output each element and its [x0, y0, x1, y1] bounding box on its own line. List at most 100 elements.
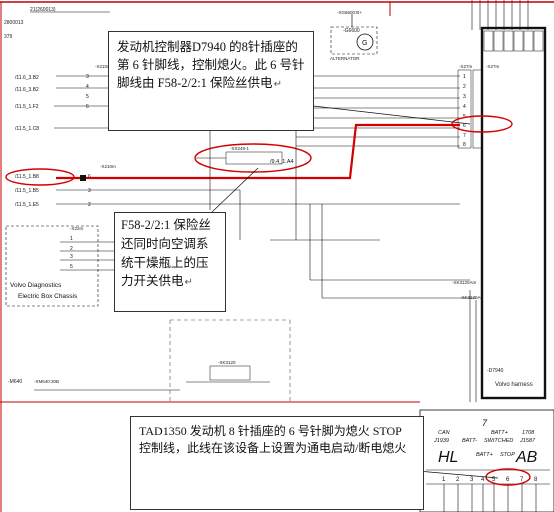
xk3120-box [209, 365, 251, 381]
bottom-connector-frame [419, 409, 554, 512]
svg-text:6: 6 [506, 477, 510, 483]
j1587-label: 1708 [522, 430, 535, 436]
red-wire-terminal [80, 175, 86, 181]
diag-lines [60, 241, 114, 271]
top-ref-2: 2800013 [4, 20, 24, 26]
callout-fuse-pressure-switch-text: F58-2/2:1 保险丝还同时向空调系统干燥瓶上的压力开关供电 [121, 218, 211, 289]
svg-text:3: 3 [470, 477, 474, 483]
svg-text:5: 5 [86, 94, 89, 100]
svg-text:3: 3 [86, 74, 89, 80]
svg-text:4: 4 [481, 477, 485, 483]
diag-pins: 1 2 3 5 [70, 236, 73, 270]
svg-text:8: 8 [534, 477, 538, 483]
x27m-right-label: -X27m [486, 64, 500, 69]
j1587-label-2: J1587 [519, 438, 536, 444]
callout-ecu-pin6: 发动机控制器D7940 的8针插座的第 6 针脚线，控制熄火。此 6 号针脚线由… [108, 31, 314, 131]
switched-label: SWITCHED [484, 438, 513, 444]
alternator-box [330, 26, 378, 55]
svg-text:8: 8 [463, 142, 466, 148]
pin-drops [443, 484, 537, 512]
pointer-top [295, 103, 471, 125]
svg-text:5: 5 [492, 477, 496, 483]
svg-text:4: 4 [86, 84, 89, 90]
sheet-ref-1: /11.6_3.B2 [15, 75, 39, 81]
j1939-label-2: J1939 [433, 438, 449, 444]
volvo-diag-label-1: Volvo Diagnostics [10, 282, 62, 289]
sheet-ref-7: /11.5_1.E5 [15, 202, 39, 208]
svg-text:2: 2 [456, 477, 460, 483]
x22m-label: -X22m [70, 226, 84, 231]
stop-control-red-wire [56, 123, 460, 180]
svg-text:3: 3 [88, 188, 91, 194]
sheet-ref-5: /11.5_1.B8 [15, 174, 39, 180]
callout-ecu-pin6-text: 发动机控制器D7940 的8针插座的第 6 针脚线，控制熄火。此 6 号针脚线由… [117, 40, 305, 91]
alternator-label: ALTERNATOR [330, 56, 360, 61]
callout-tad1350-stop: TAD1350 发动机 8 针插座的 6 号针脚为熄火 STOP 控制线，此线在… [130, 416, 424, 510]
x27m-pins: 1 2 3 4 5 6 7 8 [457, 69, 483, 149]
svg-text:7: 7 [520, 477, 524, 483]
batt-minus-label: BATT- [462, 438, 477, 444]
svg-text:2: 2 [463, 84, 466, 90]
stop-label: STOP [500, 452, 515, 458]
highlight-x27m-pin6 [451, 115, 513, 133]
svg-text:2: 2 [70, 246, 73, 252]
fuse-ref: /9.4_1.A4 [270, 159, 294, 165]
x120am-label: -XK3120Am [452, 280, 477, 285]
pin-numbers: 1 2 3 4 5 6 7 8 [442, 477, 538, 483]
x210m-label-a: -X210m [95, 64, 111, 69]
x120af-label: -XK3120Af [460, 295, 483, 300]
relay-label: -XS248-1 [230, 146, 250, 151]
pin7-label: 7 [482, 418, 488, 428]
d7940-box [480, 26, 547, 400]
diag-box [5, 225, 99, 307]
d7940-top-pins [483, 30, 544, 52]
sheet-ref-3: /11.5_1.F2 [15, 104, 39, 110]
callout-tad1350-stop-text: TAD1350 发动机 8 针插座的 6 号针脚为熄火 STOP 控制线，此线在… [139, 424, 407, 456]
ab-label: AB [515, 449, 538, 466]
sheet-ref-4: /11.5_1.C8 [15, 126, 39, 132]
svg-text:3: 3 [70, 254, 73, 260]
top-ref-3: 379 [4, 34, 13, 40]
sheet-ref-2: /11.6_3.B2 [15, 87, 39, 93]
alternator-id-label: -G6600 [343, 28, 360, 34]
return-mark-icon: ↵ [273, 79, 282, 91]
highlight-left-pin [5, 168, 75, 186]
top-ref-1: 21(260013) [30, 7, 56, 13]
batt-plus-label: BATT+ [476, 452, 494, 458]
volvo-harness-label: Volvo harness [495, 382, 533, 388]
svg-text:6: 6 [86, 104, 89, 110]
xk3120-wires [310, 279, 477, 402]
left-signal-lines [54, 75, 460, 205]
xk3120-label: -XK3120 [218, 360, 236, 365]
x210m-pins-a: 3 4 5 6 [86, 74, 89, 110]
d7940-label: -D7940 [487, 368, 504, 374]
batt-plus-switched: BATT+ [491, 430, 509, 436]
svg-text:6: 6 [463, 123, 466, 129]
hl-label: HL [438, 449, 458, 466]
svg-text:7: 7 [463, 133, 466, 139]
right-top-wires [471, 0, 529, 30]
pointer-middle [211, 167, 259, 213]
sheet-ref-6: /11.5_1.B5 [15, 188, 39, 194]
svg-text:1: 1 [70, 236, 73, 242]
generator-letter: G [362, 40, 367, 47]
highlight-relay [194, 143, 312, 173]
svg-text:1: 1 [442, 477, 446, 483]
j1939-label: CAN [438, 430, 450, 436]
volvo-diag-label-2: Electric Box Chassis [18, 293, 78, 300]
x27m-label: -X27m [459, 64, 473, 69]
middle-wires [209, 120, 380, 298]
return-mark-icon: ↵ [184, 277, 193, 289]
xm640-label: -XM640:30B [34, 379, 59, 384]
x210m-label-b: -X210m [100, 164, 116, 169]
svg-text:2: 2 [88, 202, 91, 208]
callout-fuse-pressure-switch: F58-2/2:1 保险丝还同时向空调系统干燥瓶上的压力开关供电↵ [114, 212, 226, 312]
sheet-references: /11.6_3.B2 /11.6_3.B2 /11.5_1.F2 /11.5_1… [15, 75, 39, 208]
dashed-module [169, 319, 291, 402]
svg-text:4: 4 [463, 104, 466, 110]
alternator-conn-label: -XG6600:B+ [337, 10, 362, 15]
svg-text:5: 5 [70, 264, 73, 270]
generator-symbol [356, 33, 374, 51]
svg-text:3: 3 [463, 94, 466, 100]
